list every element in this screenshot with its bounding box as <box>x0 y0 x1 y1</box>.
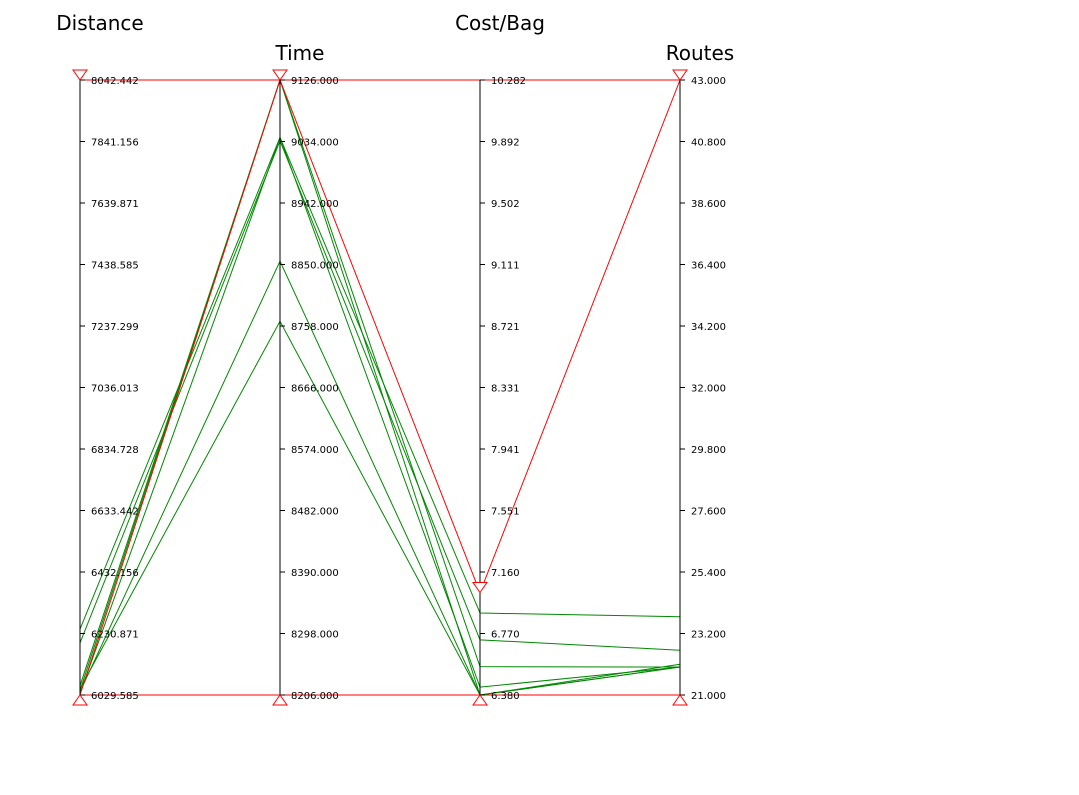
axis-cost-bag: Cost/Bag 6.380 6.770 7.160 7.551 7.941 8.331 8.… <box>455 11 545 706</box>
tick-label: 29.800 <box>691 445 726 456</box>
tick-label: 7.160 <box>491 568 520 579</box>
tick-label: 36.400 <box>691 261 726 272</box>
tick-label: 6834.728 <box>91 445 139 456</box>
series-line-0 <box>79 78 681 696</box>
tick-label: 32.000 <box>691 384 726 395</box>
tick-label: 8.331 <box>491 384 520 395</box>
tick-label: 38.600 <box>691 199 726 210</box>
tick-label: 6029.585 <box>91 691 139 702</box>
tick-label: 8666.000 <box>291 384 339 395</box>
tick-label: 7.941 <box>491 445 520 456</box>
tick-label: 8482.000 <box>291 507 339 518</box>
tick-label: 8850.000 <box>291 261 339 272</box>
tick-label: 23.200 <box>691 630 726 641</box>
axis-time: Time 8206.000 8298.000 8390.000 8482.000 8574… <box>272 41 339 706</box>
tick-label: 7639.871 <box>91 199 139 210</box>
tick-label: 40.800 <box>691 138 726 149</box>
tick-label: 21.000 <box>691 691 726 702</box>
brush-handle-bottom[interactable] <box>72 694 88 706</box>
series-line-7 <box>79 320 681 696</box>
tick-label: 6432.156 <box>91 568 139 579</box>
series-line-5 <box>79 136 681 694</box>
brush-handle-top[interactable] <box>72 69 88 81</box>
series-line-1 <box>79 136 681 630</box>
tick-label: 8942.000 <box>291 199 339 210</box>
tick-label: 7841.156 <box>91 138 139 149</box>
tick-label: 9.892 <box>491 138 520 149</box>
tick-label: 9126.000 <box>291 76 339 87</box>
axis-distance: Distance 6029.585 6230.871 6432.156 6633.442… <box>56 11 144 706</box>
tick-label: 7438.585 <box>91 261 139 272</box>
brush-handle-bottom[interactable] <box>672 694 688 706</box>
axis-routes: Routes 21.000 23.200 25.400 27.600 29.800 32.0… <box>666 41 734 706</box>
axis-title: Time <box>275 41 325 65</box>
axis-title: Routes <box>666 41 734 65</box>
tick-label: 6.380 <box>491 691 520 702</box>
tick-label: 27.600 <box>691 507 726 518</box>
tick-label: 10.282 <box>491 76 526 87</box>
tick-label: 8206.000 <box>291 691 339 702</box>
series-line-4 <box>79 78 681 691</box>
brush-handle-bottom[interactable] <box>272 694 288 706</box>
tick-label: 34.200 <box>691 322 726 333</box>
axis-title: Cost/Bag <box>455 11 545 35</box>
series-line-3 <box>79 78 681 696</box>
brush-handle-top[interactable] <box>272 69 288 81</box>
tick-label: 6230.871 <box>91 630 139 641</box>
tick-label: 25.400 <box>691 568 726 579</box>
brush-handle-top[interactable] <box>672 69 688 81</box>
series-line-2 <box>79 139 681 651</box>
tick-label: 8298.000 <box>291 630 339 641</box>
tick-label: 8.721 <box>491 322 520 333</box>
series-line-6 <box>79 259 681 696</box>
brush-handle-bottom[interactable] <box>472 694 488 706</box>
tick-label: 6.770 <box>491 630 520 641</box>
tick-label: 7237.299 <box>91 322 139 333</box>
tick-label: 9034.000 <box>291 138 339 149</box>
tick-label: 9.502 <box>491 199 520 210</box>
tick-label: 8574.000 <box>291 445 339 456</box>
brush-handle-top[interactable] <box>472 582 488 594</box>
polylines-layer <box>79 78 681 696</box>
tick-label: 8390.000 <box>291 568 339 579</box>
tick-label: 6633.442 <box>91 507 139 518</box>
tick-label: 8042.442 <box>91 76 139 87</box>
tick-label: 43.000 <box>691 76 726 87</box>
tick-label: 7.551 <box>491 507 520 518</box>
axes-layer: Distance 6029.585 6230.871 6432.156 6633.442… <box>56 11 734 706</box>
axis-title: Distance <box>56 11 143 35</box>
tick-label: 9.111 <box>491 261 520 272</box>
tick-label: 8758.000 <box>291 322 339 333</box>
tick-label: 7036.013 <box>91 384 139 395</box>
